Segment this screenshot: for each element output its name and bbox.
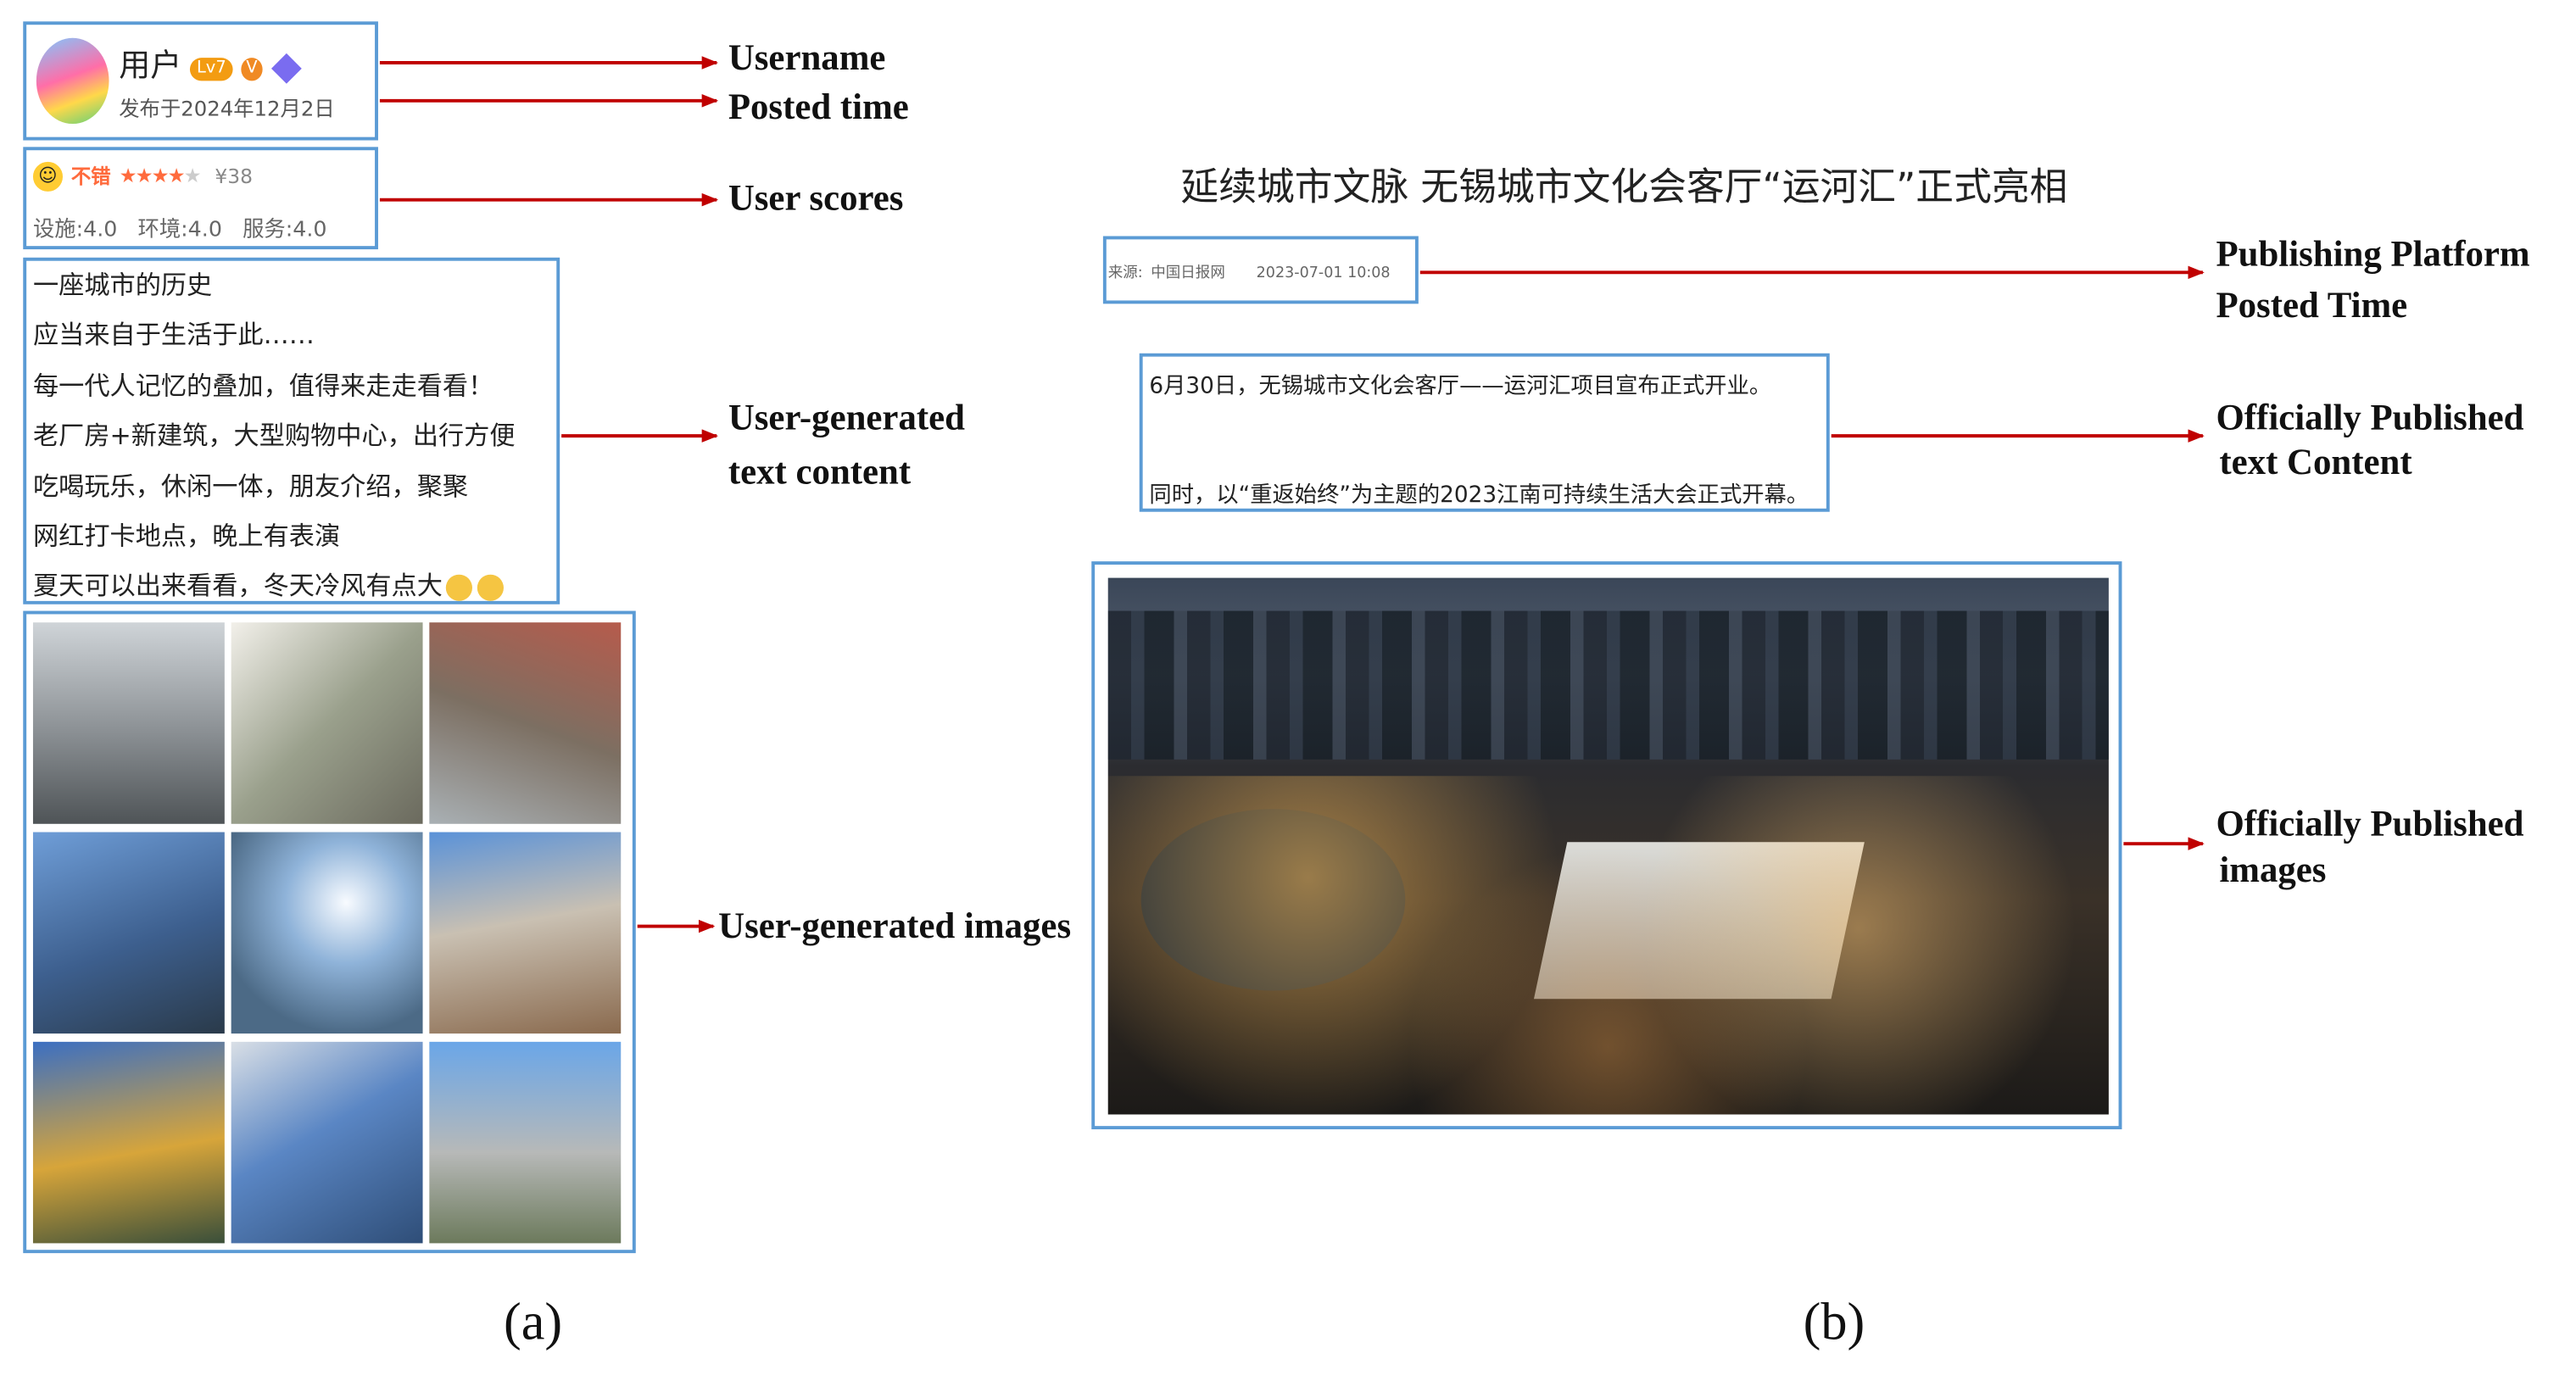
skyline bbox=[1107, 610, 2109, 760]
source-prefix: 来源: bbox=[1107, 265, 1143, 283]
star-rating: ★★★★ bbox=[119, 164, 186, 188]
label-official-text: text Content bbox=[2219, 440, 2412, 482]
caption-b: (b) bbox=[1803, 1290, 1865, 1351]
label-official-text: Officially Published bbox=[2216, 396, 2524, 438]
ugc-photo bbox=[231, 1041, 423, 1244]
username-text: 用户 bbox=[119, 47, 182, 85]
ugc-line: 夏天可以出来看看，冬天冷风有点大 bbox=[33, 562, 556, 612]
ugc-photo bbox=[32, 832, 225, 1034]
source-name: 中国日报网 bbox=[1151, 265, 1225, 283]
ugc-images-box bbox=[23, 610, 636, 1254]
ugc-line: 每一代人记忆的叠加，值得来走走看看！ bbox=[32, 370, 494, 401]
cat-emoji-icon bbox=[477, 574, 504, 601]
verified-badge: V bbox=[241, 57, 263, 81]
ugc-photo bbox=[231, 622, 423, 824]
ugc-line: 应当来自于生活于此…… bbox=[32, 320, 315, 351]
official-photo bbox=[1107, 577, 2109, 1115]
article-headline: 延续城市文脉 无锡城市文化会客厅“运河汇”正式亮相 bbox=[1180, 166, 2068, 210]
ugc-photo bbox=[429, 1041, 622, 1244]
label-posted-time-b: Posted Time bbox=[2216, 283, 2408, 326]
level-badge: Lv7 bbox=[190, 57, 233, 81]
label-ugc-text: User-generated bbox=[728, 396, 965, 438]
label-ugc-images: User-generated images bbox=[718, 905, 1072, 946]
lights bbox=[1107, 776, 2109, 1115]
ugc-line: 老厂房+新建筑，大型购物中心，出行方便 bbox=[32, 421, 516, 452]
user-scores-box: ☺ 不错 ★★★★★ ¥38 设施:4.0 环境:4.0 服务:4.0 bbox=[23, 147, 378, 250]
sub-scores-text: 设施:4.0 环境:4.0 服务:4.0 bbox=[32, 218, 327, 243]
official-image-box bbox=[1091, 561, 2122, 1130]
posted-time-text: 发布于2024年12月2日 bbox=[119, 95, 335, 121]
ugc-text-box: 一座城市的历史 应当来自于生活于此…… 每一代人记忆的叠加，值得来走走看看！ 老… bbox=[23, 257, 560, 604]
cat-emoji-icon bbox=[445, 574, 472, 601]
ugc-photo bbox=[231, 832, 423, 1034]
source-box: 来源: 中国日报网 2023-07-01 10:08 bbox=[1102, 236, 1419, 304]
ugc-photo bbox=[429, 622, 622, 824]
label-official-images: images bbox=[2219, 848, 2327, 890]
source-time: 2023-07-01 10:08 bbox=[1256, 265, 1391, 283]
label-official-images: Officially Published bbox=[2216, 802, 2524, 844]
rating-word: 不错 bbox=[70, 164, 111, 189]
avatar bbox=[36, 37, 109, 125]
official-text-line: 6月30日，无锡城市文化会客厅——运河汇项目宣布正式开业。 bbox=[1149, 373, 1772, 400]
official-text-box: 6月30日，无锡城市文化会客厅——运河汇项目宣布正式开业。 同时，以“重返始终”… bbox=[1139, 353, 1830, 512]
ugc-line: 一座城市的历史 bbox=[32, 270, 213, 301]
smile-icon: ☺ bbox=[32, 160, 64, 191]
ugc-photo bbox=[32, 622, 225, 824]
ugc-photo bbox=[32, 1041, 225, 1244]
ugc-line: 网红打卡地点，晚上有表演 bbox=[32, 521, 341, 552]
label-user-scores: User scores bbox=[728, 176, 904, 219]
caption-a: (a) bbox=[503, 1290, 563, 1351]
price-text: ¥38 bbox=[215, 164, 253, 188]
label-posted-time: Posted time bbox=[728, 86, 909, 127]
official-text-line: 同时，以“重返始终”为主题的2023江南可持续生活大会正式开幕。 bbox=[1149, 482, 1809, 509]
label-ugc-text: text content bbox=[728, 450, 912, 493]
ugc-photo bbox=[429, 832, 622, 1034]
user-header-box: 用户 Lv7 V 发布于2024年12月2日 bbox=[23, 21, 378, 141]
empty-star: ★ bbox=[183, 164, 202, 188]
label-platform: Publishing Platform bbox=[2216, 232, 2530, 275]
ugc-line: 吃喝玩乐，休闲一体，朋友介绍，聚聚 bbox=[32, 471, 469, 502]
label-username: Username bbox=[728, 36, 886, 78]
